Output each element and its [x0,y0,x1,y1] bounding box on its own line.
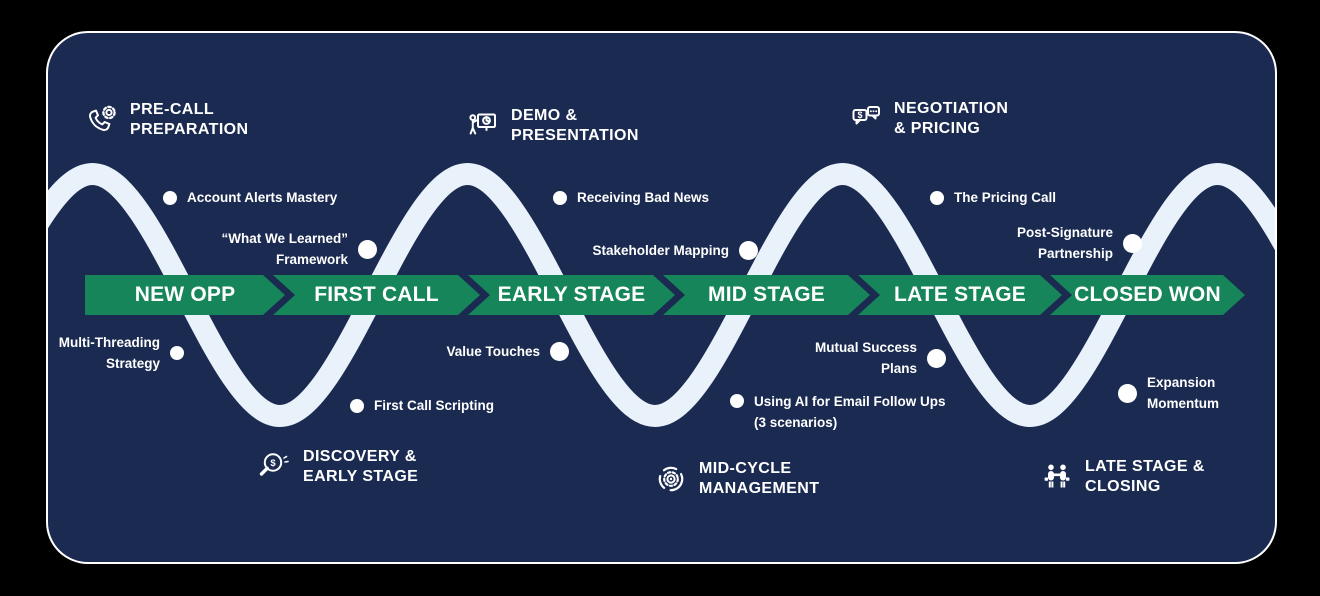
stage-label-early-stage: EARLY STAGE [497,283,646,306]
section-line-2: EARLY STAGE [303,467,419,485]
section-line-1: DISCOVERY & [303,448,417,465]
section-discovery-early-stage: $ DISCOVERY & EARLY STAGE [258,447,418,486]
touchpoint-dot [739,241,758,260]
touchpoint-dot [1118,383,1137,403]
touchpoint-dot [1123,233,1142,253]
stage-arrow-late-stage [858,275,1062,315]
touchpoint-the-pricing-call: The Pricing Call [930,187,1056,208]
section-line-2: PREPARATION [130,120,249,138]
touchpoint-label: Using AI for Email Follow Ups(3 scenario… [754,394,946,430]
touchpoint-dot [930,190,944,205]
stage-arrow-mid-stage [663,275,870,315]
touchpoint-dot [350,398,364,413]
section-negotiation-pricing: $ NEGOTIATION & PRICING [849,99,1008,138]
stage-arrow-closed-won [1050,275,1245,315]
stage-label-closed-won: CLOSED WON [1074,283,1221,306]
section-label: DEMO & PRESENTATION [511,106,639,145]
touchpoint-stakeholder-mapping: Stakeholder Mapping [592,240,758,261]
touchpoint-value-touches: Value Touches [446,341,569,362]
touchpoint-receiving-bad-news: Receiving Bad News [553,187,709,208]
touchpoint-dot [163,190,177,205]
section-line-2: PRESENTATION [511,126,639,144]
journey-wave [48,162,1275,428]
svg-text:$: $ [857,110,862,120]
touchpoint-label: The Pricing Call [954,190,1057,205]
section-line-2: CLOSING [1085,477,1161,495]
section-label: PRE-CALL PREPARATION [130,100,248,139]
section-line-1: DEMO & [511,107,578,124]
touchpoint-account-alerts-mastery: Account Alerts Mastery [163,187,337,208]
section-line-1: PRE-CALL [130,101,215,118]
section-late-stage-closing: LATE STAGE & CLOSING [1040,457,1205,496]
touchpoint-label: “What We Learned”Framework [221,231,348,267]
section-line-1: NEGOTIATION [894,100,1009,117]
stage-label-mid-stage: MID STAGE [708,283,825,306]
stage-label-late-stage: LATE STAGE [894,283,1026,306]
touchpoint-label: Value Touches [446,344,540,359]
cycle-gear-icon [654,462,688,496]
handshake-people-icon [1040,460,1074,494]
journey-wave-and-stages [48,162,1275,428]
touchpoint-first-call-scripting: First Call Scripting [350,395,494,416]
discovery-magnifier-icon: $ [258,450,292,484]
section-line-1: LATE STAGE & [1085,458,1205,475]
touchpoint-dot [550,342,569,361]
touchpoint-dot [927,348,946,368]
section-line-1: MID-CYCLE [699,460,792,477]
touchpoint-label: Stakeholder Mapping [592,243,729,258]
stage-arrow-early-stage [468,275,675,315]
section-label: LATE STAGE & CLOSING [1085,457,1205,496]
section-label: NEGOTIATION & PRICING [894,99,1008,138]
touchpoint-dot [170,346,184,360]
touchpoint-dot [358,239,377,259]
stage-arrow-new-opp [85,275,285,315]
section-label: MID-CYCLE MANAGEMENT [699,459,819,498]
touchpoint-label: First Call Scripting [374,398,495,413]
demo-presentation-icon [466,109,500,143]
section-label: DISCOVERY & EARLY STAGE [303,447,418,486]
touchpoint-label: Account Alerts Mastery [187,190,338,205]
touchpoint-label: Receiving Bad News [577,190,710,205]
touchpoint-what-we-learned-framework: “What We Learned”Framework [221,228,377,270]
section-mid-cycle-management: MID-CYCLE MANAGEMENT [654,459,819,498]
stage-arrow-first-call [273,275,480,315]
touchpoint-ai-email-follow-ups: Using AI for Email Follow Ups(3 scenario… [730,391,946,433]
section-line-2: & PRICING [894,119,981,137]
journey-card [48,33,1275,562]
section-pre-call-preparation: PRE-CALL PREPARATION [85,100,248,139]
stage-label-first-call: FIRST CALL [314,283,439,306]
touchpoint-dot [553,190,567,205]
section-demo-presentation: DEMO & PRESENTATION [466,106,639,145]
section-line-2: MANAGEMENT [699,479,820,497]
svg-text:$: $ [270,458,276,469]
price-negotiation-icon: $ [849,102,883,136]
phone-gear-icon [85,103,119,137]
touchpoint-dot [730,394,744,408]
stage-label-new-opp: NEW OPP [134,283,236,306]
